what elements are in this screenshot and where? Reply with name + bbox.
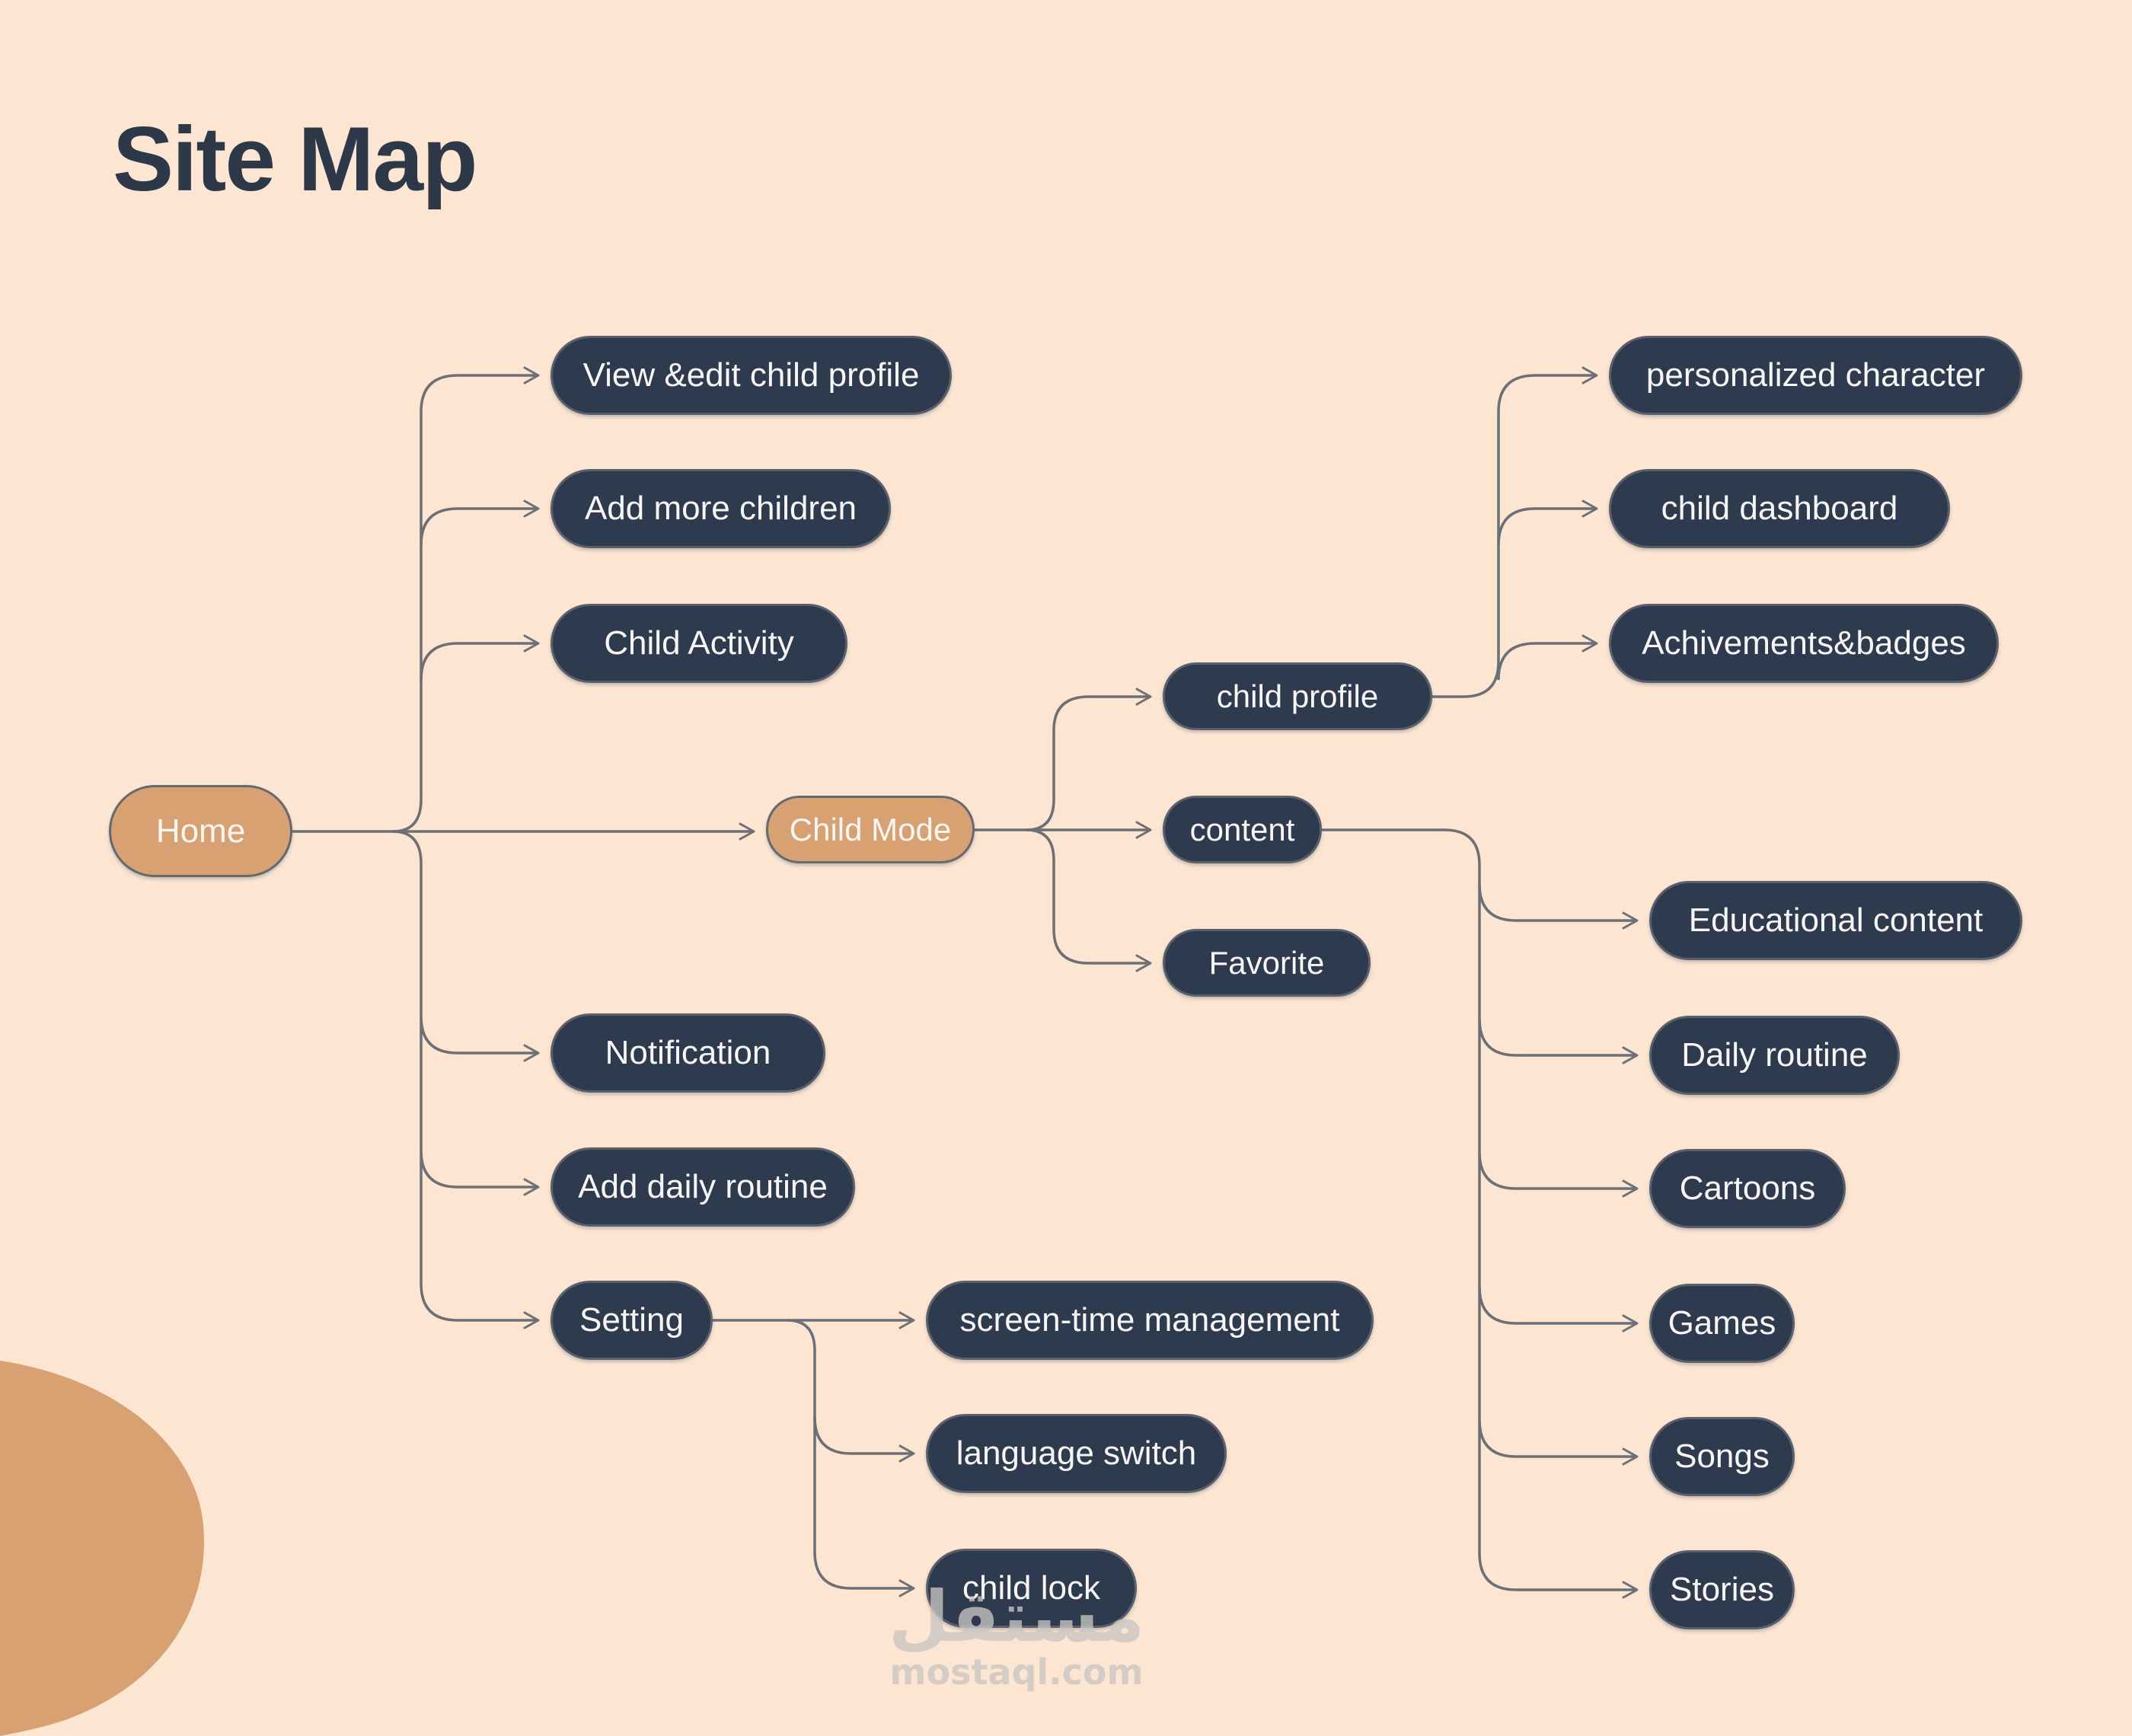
- connector-setting-language-switch: [813, 1416, 915, 1463]
- node-setting-label: Setting: [579, 1301, 684, 1339]
- connector-content-daily-routine: [1478, 1018, 1639, 1064]
- node-notification: Notification: [551, 1013, 825, 1093]
- connector-home-trunk-up: [392, 366, 540, 833]
- connector-home-child-activity: [420, 634, 540, 681]
- node-child-dashboard: child dashboard: [1609, 469, 1950, 548]
- corner-blob-shape: [0, 1361, 204, 1736]
- node-stories: Stories: [1649, 1550, 1795, 1629]
- node-child-lock-label: child lock: [962, 1569, 1100, 1607]
- node-language-switch-label: language switch: [956, 1434, 1197, 1472]
- node-child-lock: child lock: [926, 1549, 1137, 1628]
- connector-home-trunk-down: [392, 830, 540, 1329]
- connector-home-notification: [420, 1016, 540, 1062]
- node-child-activity-label: Child Activity: [604, 624, 794, 662]
- node-screen-time-management: screen-time management: [926, 1281, 1374, 1360]
- connector-content-stories-trunk: [1322, 828, 1639, 1599]
- connector-content-cartoons: [1478, 1151, 1639, 1198]
- node-daily-routine-label: Daily routine: [1681, 1036, 1868, 1074]
- node-stories-label: Stories: [1670, 1571, 1774, 1608]
- node-favorite: Favorite: [1163, 929, 1371, 997]
- connector-child-profile-achievements: [1497, 634, 1598, 681]
- node-notification-label: Notification: [605, 1034, 771, 1071]
- node-songs-label: Songs: [1674, 1438, 1770, 1475]
- node-add-more-children-label: Add more children: [584, 490, 857, 527]
- connector-content-educational-content: [1478, 883, 1639, 930]
- node-content: content: [1163, 796, 1322, 863]
- node-home-label: Home: [155, 812, 246, 850]
- connector-setting-child-lock-trunk: [787, 1319, 915, 1597]
- connector-home-add-more-children: [420, 499, 540, 546]
- node-view-edit-child-profile: View &edit child profile: [551, 336, 952, 415]
- page-title: Site Map: [113, 108, 477, 210]
- node-educational-content: Educational content: [1649, 881, 2022, 960]
- node-child-mode-label: Child Mode: [789, 811, 952, 847]
- node-setting: Setting: [551, 1281, 713, 1360]
- node-games-label: Games: [1668, 1304, 1776, 1342]
- node-educational-content-label: Educational content: [1688, 902, 1984, 939]
- node-content-label: content: [1189, 811, 1295, 847]
- node-daily-routine: Daily routine: [1649, 1016, 1900, 1095]
- node-achievements-badges: Achivements&badges: [1609, 604, 1999, 683]
- node-cartoons: Cartoons: [1649, 1149, 1846, 1228]
- connector-child-mode-favorite: [1026, 828, 1152, 972]
- node-screen-time-management-label: screen-time management: [959, 1301, 1340, 1339]
- node-favorite-label: Favorite: [1208, 944, 1325, 981]
- node-add-more-children: Add more children: [551, 469, 891, 548]
- connector-content-games: [1478, 1286, 1639, 1332]
- node-view-edit-child-profile-label: View &edit child profile: [582, 356, 920, 394]
- node-child-dashboard-label: child dashboard: [1661, 490, 1898, 527]
- node-add-daily-routine: Add daily routine: [551, 1147, 855, 1227]
- node-child-profile-label: child profile: [1216, 678, 1379, 714]
- node-personalized-character: personalized character: [1609, 336, 2022, 415]
- node-child-mode: Child Mode: [766, 796, 975, 863]
- node-language-switch: language switch: [926, 1414, 1227, 1493]
- node-achievements-badges-label: Achivements&badges: [1642, 624, 1966, 662]
- connector-home-add-daily-routine: [420, 1150, 540, 1196]
- node-child-profile: child profile: [1163, 662, 1432, 730]
- node-songs: Songs: [1649, 1417, 1795, 1496]
- node-add-daily-routine-label: Add daily routine: [578, 1168, 828, 1205]
- node-personalized-character-label: personalized character: [1645, 356, 1986, 394]
- connector-content-songs: [1478, 1419, 1639, 1466]
- connector-child-profile-child-dashboard: [1497, 499, 1598, 546]
- connector-child-mode-child-profile: [1026, 688, 1152, 831]
- node-cartoons-label: Cartoons: [1679, 1170, 1816, 1207]
- node-child-activity: Child Activity: [551, 604, 847, 683]
- node-games: Games: [1649, 1284, 1795, 1363]
- node-home: Home: [109, 785, 292, 877]
